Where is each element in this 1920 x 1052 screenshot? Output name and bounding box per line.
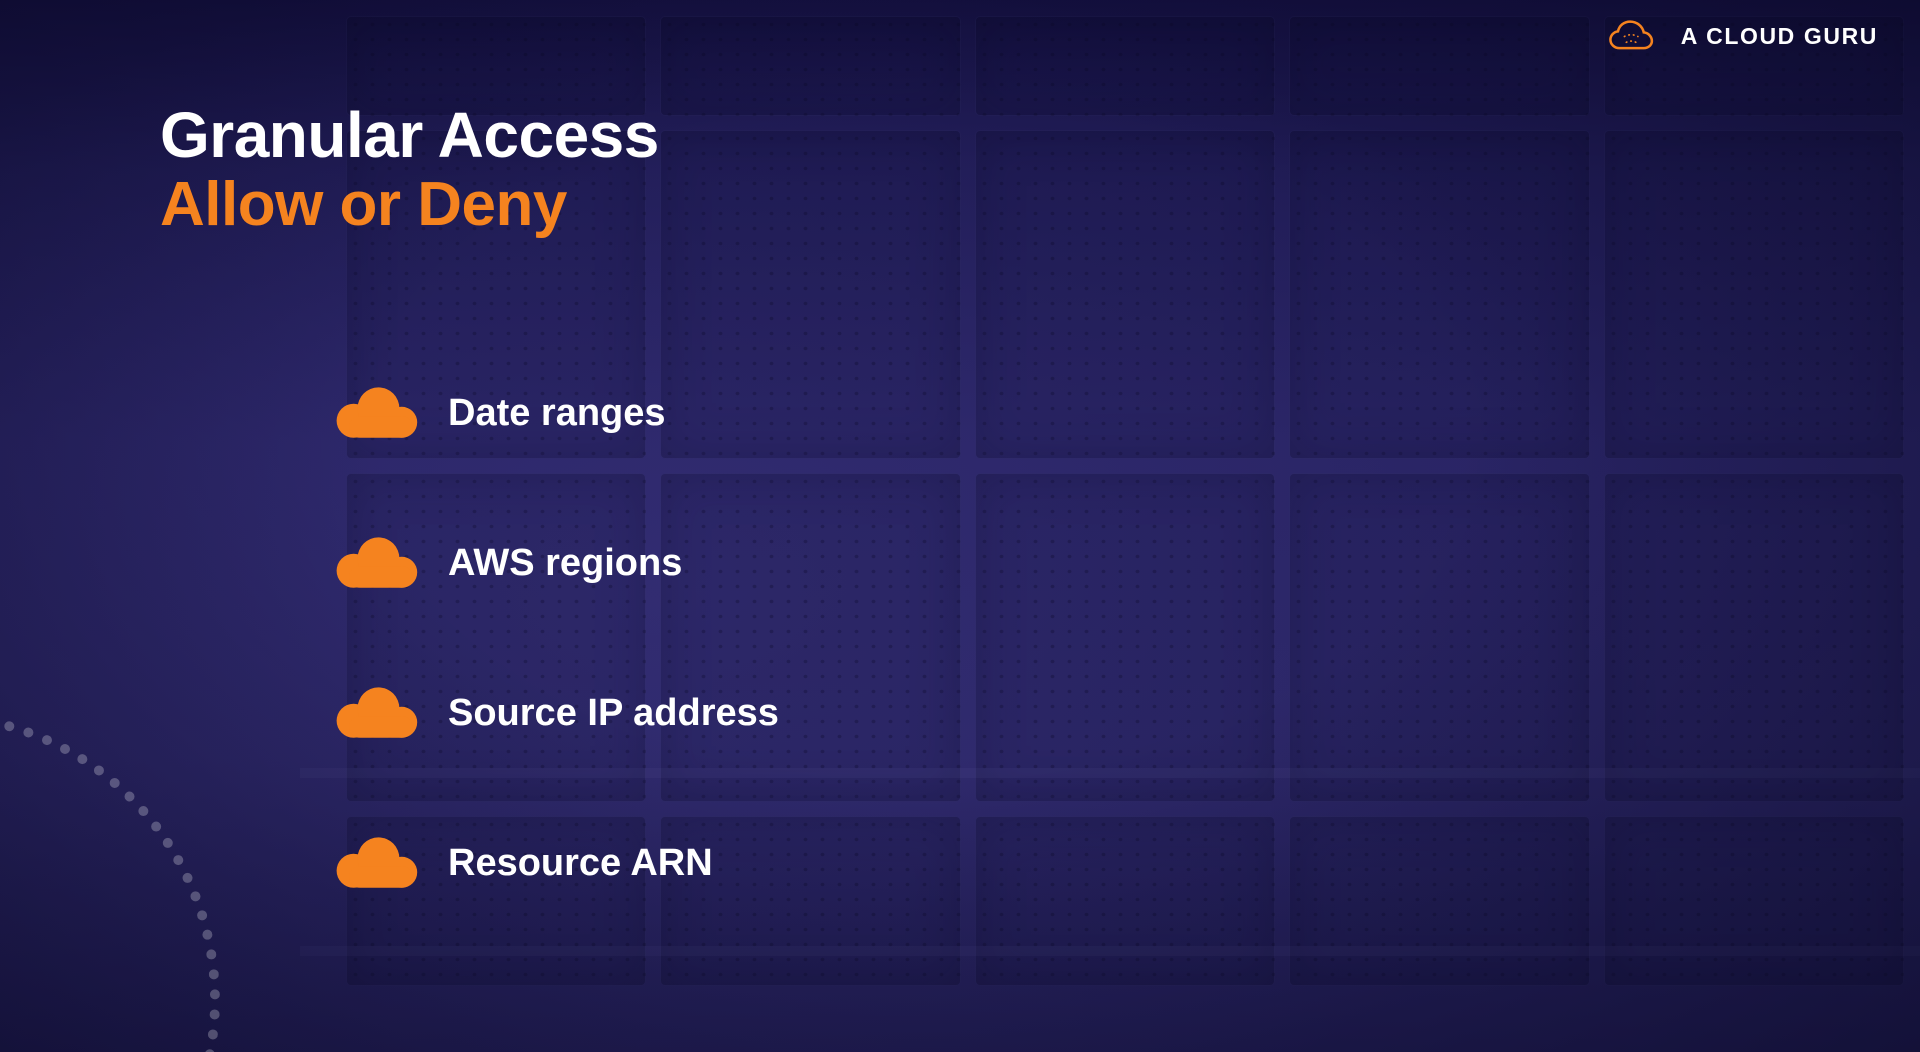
list-item: Source IP address: [330, 638, 779, 788]
cloud-icon: [330, 832, 430, 894]
cloud-icon: [330, 382, 430, 444]
rack-panel: [1289, 130, 1590, 459]
list-item-label: AWS regions: [448, 541, 683, 584]
list-item: Date ranges: [330, 338, 779, 488]
list-item-label: Resource ARN: [448, 841, 713, 884]
rack-panel: [1603, 473, 1904, 802]
brand-logo: A CLOUD GURU: [1605, 16, 1878, 57]
brand-name: A CLOUD GURU: [1680, 23, 1878, 49]
dotted-arc-decoration: [0, 710, 220, 1052]
cloud-icon: [330, 682, 430, 744]
rack-rail: [300, 946, 1920, 956]
list-item-label: Date ranges: [448, 391, 666, 434]
list-item: Resource ARN: [330, 788, 779, 938]
rack-panel: [1289, 816, 1590, 986]
cloud-outline-icon: [1605, 16, 1667, 57]
rack-panel: [1289, 473, 1590, 802]
rack-panel: [1603, 130, 1904, 459]
list-item-label: Source IP address: [448, 691, 779, 734]
rack-panel: [660, 16, 961, 116]
slide-title: Granular Access Allow or Deny: [160, 99, 659, 240]
title-line-2: Allow or Deny: [160, 170, 567, 240]
cloud-icon: [330, 532, 430, 594]
bullet-list: Date ranges AWS regions: [330, 338, 779, 938]
rack-panel: [974, 473, 1276, 802]
rack-panel: [974, 16, 1276, 116]
rack-panel: [1289, 16, 1590, 116]
rack-panel: [974, 130, 1276, 459]
rack-panel: [1603, 816, 1904, 986]
title-line-1: Granular Access: [160, 99, 659, 172]
list-item: AWS regions: [330, 488, 779, 638]
rack-panel: [974, 816, 1276, 986]
